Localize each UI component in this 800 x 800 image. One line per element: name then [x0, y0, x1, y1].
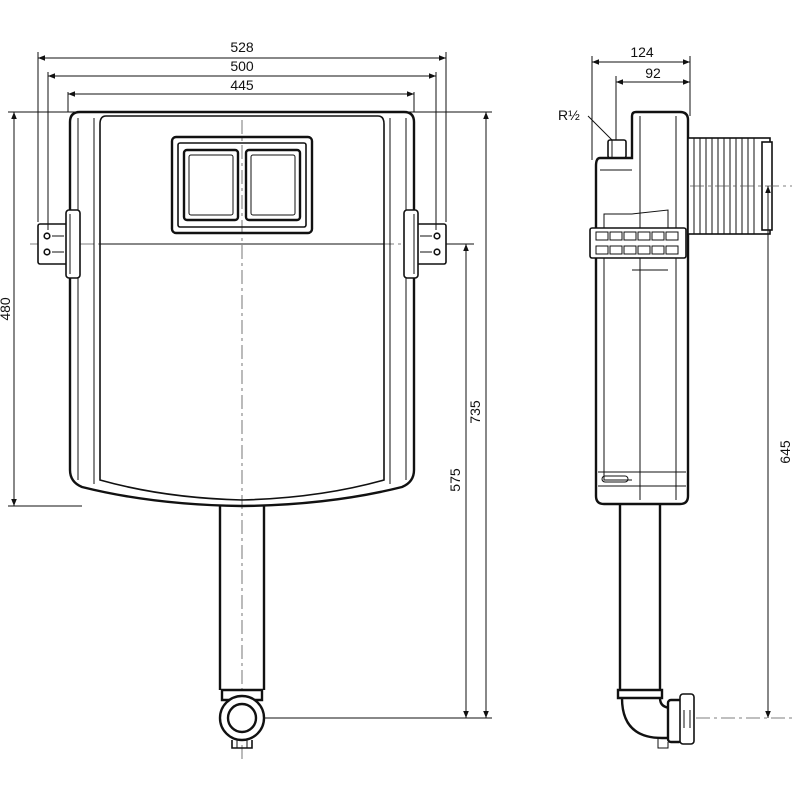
dim-label-92: 92: [645, 65, 661, 81]
dim-label-575: 575: [447, 468, 463, 492]
flush-button-right-inner: [250, 154, 296, 216]
inlet-thread-label: R½: [558, 107, 580, 123]
flush-button-left-inner: [188, 154, 234, 216]
tank-side-body: [594, 110, 690, 506]
dim-label-528: 528: [230, 39, 254, 55]
side-mounting-bracket: [589, 227, 687, 259]
tank-outer-body: [68, 110, 416, 508]
inlet-fitting: [607, 139, 627, 159]
flush-plate-inner: [177, 142, 307, 228]
flush-plate-frame: [170, 135, 314, 235]
flush-button-right: [244, 148, 302, 222]
right-mounting-bracket: [403, 209, 447, 279]
front-view: 528 500 445 480 735 575: [0, 39, 492, 760]
dim-label-735: 735: [467, 400, 483, 424]
dim-label-480: 480: [0, 297, 13, 321]
side-view: 124 92 R½: [558, 44, 793, 749]
tank-front-panel: [99, 115, 385, 501]
dim-label-124: 124: [630, 44, 654, 60]
left-mounting-bracket: [37, 209, 81, 279]
flush-pipe-front: [218, 506, 266, 749]
dim-label-500: 500: [230, 58, 254, 74]
dim-label-445: 445: [230, 77, 254, 93]
tank-side-slot: [601, 475, 629, 483]
flush-button-left: [182, 148, 240, 222]
dim-label-645: 645: [777, 440, 793, 464]
flush-pipe-side: [616, 504, 695, 749]
inlet-leader-line: [587, 115, 613, 141]
